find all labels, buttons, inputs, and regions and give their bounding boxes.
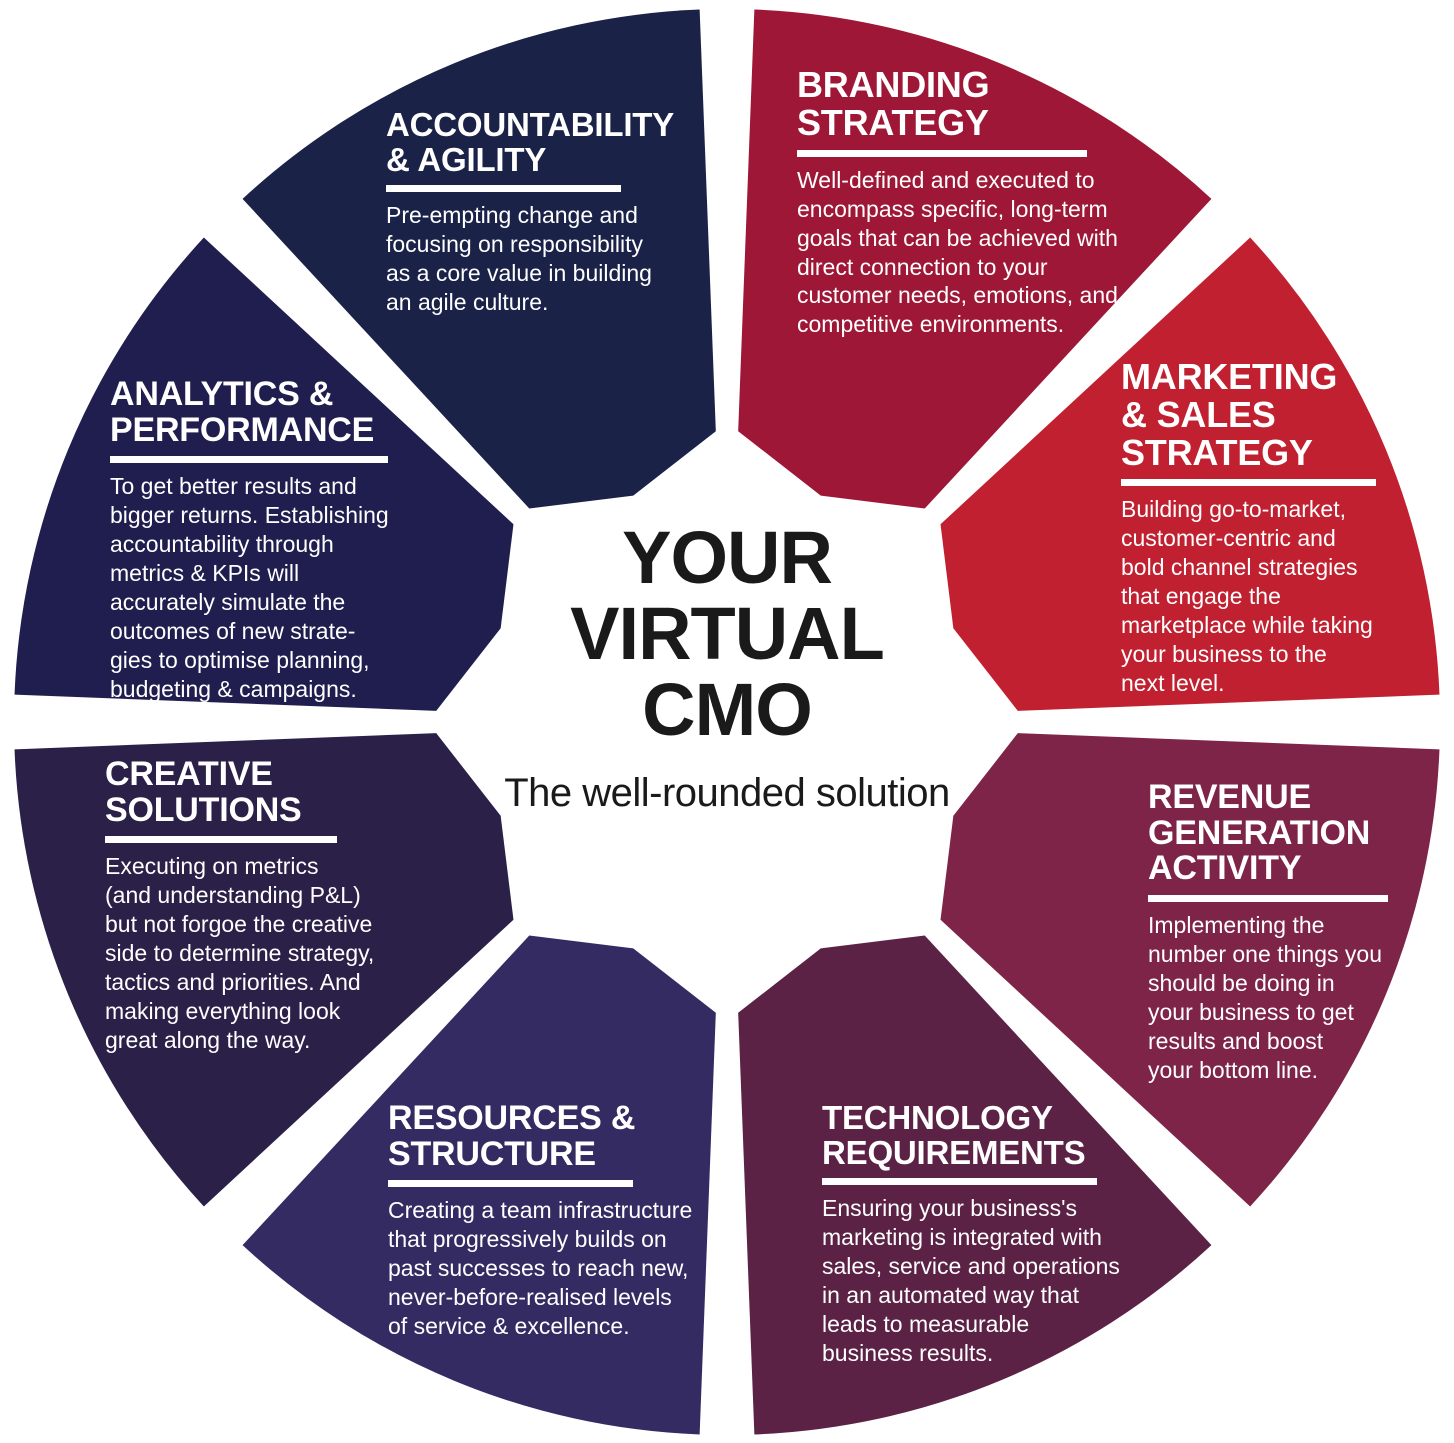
- segment-body: Well-defined and executed to encompass s…: [797, 166, 1118, 338]
- segment-resources-structure[interactable]: RESOURCES & STRUCTURE Creating a team in…: [388, 1099, 718, 1341]
- center-hub: YOUR VIRTUAL CMO The well-rounded soluti…: [437, 516, 1017, 920]
- segment-title: BRANDING STRATEGY: [797, 64, 990, 143]
- title-underline: [110, 456, 388, 464]
- segment-title: ACCOUNTABILITY & AGILITY: [386, 106, 675, 178]
- segment-body: To get better results and bigger returns…: [110, 473, 389, 703]
- segment-body: Ensuring your business's marketing is in…: [822, 1195, 1120, 1367]
- segment-title: ANALYTICS & PERFORMANCE: [110, 375, 375, 449]
- segment-body: Implementing the number one things you s…: [1148, 912, 1382, 1083]
- title-underline: [1148, 895, 1388, 903]
- segment-body: Building go-to-market, customer-centric …: [1121, 496, 1373, 697]
- wedge-branding-strategy[interactable]: [738, 9, 1212, 509]
- segment-branding-strategy[interactable]: BRANDING STRATEGY Well-defined and execu…: [797, 66, 1149, 339]
- title-underline: [1121, 479, 1376, 487]
- segment-title: MARKETING & SALES STRATEGY: [1121, 356, 1338, 473]
- wedge-analytics-performance[interactable]: [14, 237, 514, 711]
- segment-body: Creating a team infrastructure that prog…: [388, 1197, 693, 1340]
- title-underline: [388, 1180, 633, 1188]
- segment-accountability-agility[interactable]: ACCOUNTABILITY & AGILITY Pre-empting cha…: [386, 106, 716, 317]
- segment-revenue-generation-activity[interactable]: REVENUE GENERATION ACTIVITY Implementing…: [1148, 778, 1416, 1085]
- wedge-creative-solutions[interactable]: [14, 733, 514, 1207]
- title-underline: [386, 185, 621, 193]
- page-subtitle: The well-rounded solution: [504, 770, 950, 815]
- segment-body: Executing on metrics (and understanding …: [105, 853, 375, 1054]
- segment-title: REVENUE GENERATION ACTIVITY: [1148, 778, 1371, 888]
- segment-title: TECHNOLOGY REQUIREMENTS: [822, 1099, 1086, 1171]
- segment-technology-requirements[interactable]: TECHNOLOGY REQUIREMENTS Ensuring your bu…: [822, 1099, 1142, 1368]
- wedge-accountability-agility[interactable]: [242, 9, 716, 509]
- wedge-revenue-generation-activity[interactable]: [940, 733, 1440, 1207]
- title-underline: [105, 836, 337, 844]
- segment-title: CREATIVE SOLUTIONS: [105, 755, 302, 829]
- segment-title: RESOURCES & STRUCTURE: [388, 1099, 636, 1173]
- wedge-marketing-sales-strategy[interactable]: [940, 237, 1440, 711]
- title-underline: [822, 1178, 1097, 1186]
- segment-body: Pre-empting change and focusing on respo…: [386, 202, 652, 316]
- page-title: YOUR VIRTUAL CMO: [570, 516, 885, 752]
- title-underline: [797, 149, 1087, 157]
- segment-creative-solutions[interactable]: CREATIVE SOLUTIONS Executing on metrics …: [105, 755, 405, 1055]
- segment-marketing-sales-strategy[interactable]: MARKETING & SALES STRATEGY Building go-t…: [1121, 358, 1411, 698]
- segment-analytics-performance[interactable]: ANALYTICS & PERFORMANCE To get better re…: [110, 375, 410, 704]
